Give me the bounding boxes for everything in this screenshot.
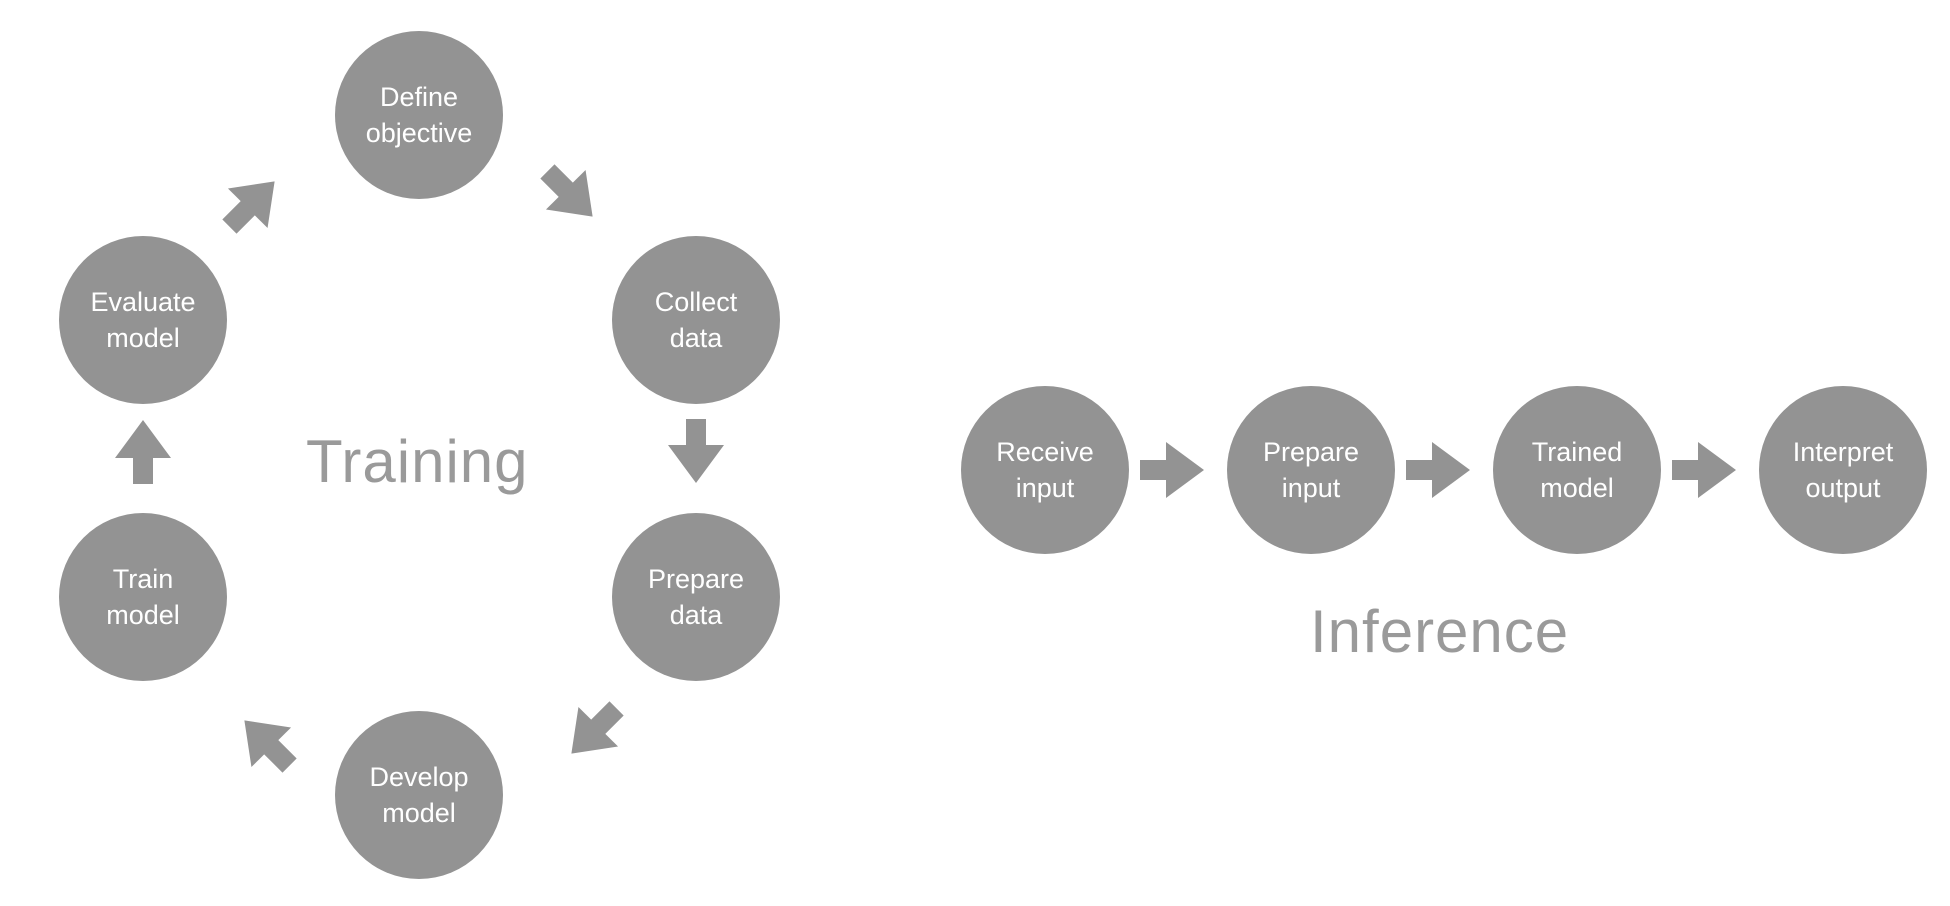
- node-label-line2: model: [106, 323, 180, 353]
- node-label: Prepare data: [621, 561, 771, 633]
- node-label-line1: Define: [379, 82, 459, 112]
- node-label: Define objective: [344, 79, 494, 151]
- node-collect-data: Collect data: [612, 236, 780, 404]
- node-trained-model: Trained model: [1493, 386, 1661, 554]
- training-label: Training: [306, 428, 529, 495]
- node-label: Trained model: [1502, 434, 1652, 506]
- block-arrow-icon: [207, 159, 298, 250]
- node-label-line2: data: [669, 600, 723, 630]
- node-label: Interpret output: [1768, 434, 1918, 506]
- node-label-line1: Trained: [1531, 437, 1623, 467]
- node-label-line1: Prepare: [1262, 437, 1360, 467]
- block-arrow-icon: [1406, 438, 1470, 502]
- block-arrow-icon: [525, 149, 616, 240]
- node-label: Train model: [68, 561, 218, 633]
- node-define-objective: Define objective: [335, 31, 503, 199]
- node-label: Evaluate model: [68, 284, 218, 356]
- node-label-line1: Prepare: [647, 564, 745, 594]
- block-arrow-icon: [549, 686, 640, 777]
- node-train-model: Train model: [59, 513, 227, 681]
- node-label: Collect data: [621, 284, 771, 356]
- node-label-line1: Develop: [369, 762, 469, 792]
- node-label-line2: objective: [365, 118, 473, 148]
- node-label-line2: input: [1281, 473, 1341, 503]
- node-label-line2: model: [106, 600, 180, 630]
- node-label-line1: Train: [112, 564, 174, 594]
- node-label: Receive input: [970, 434, 1120, 506]
- node-interpret-output: Interpret output: [1759, 386, 1927, 554]
- node-label-line1: Interpret: [1792, 437, 1894, 467]
- node-prepare-input: Prepare input: [1227, 386, 1395, 554]
- node-label-line2: input: [1015, 473, 1075, 503]
- block-arrow-icon: [1140, 438, 1204, 502]
- node-label-line2: model: [1540, 473, 1614, 503]
- node-evaluate-model: Evaluate model: [59, 236, 227, 404]
- block-arrow-icon: [664, 419, 728, 483]
- node-receive-input: Receive input: [961, 386, 1129, 554]
- block-arrow-icon: [111, 420, 175, 484]
- block-arrow-icon: [1672, 438, 1736, 502]
- node-label-line2: data: [669, 323, 723, 353]
- node-label-line1: Collect: [654, 287, 738, 317]
- node-label: Develop model: [344, 759, 494, 831]
- node-label-line1: Receive: [996, 437, 1094, 467]
- node-label: Prepare input: [1236, 434, 1386, 506]
- node-label-line1: Evaluate: [90, 287, 196, 317]
- node-develop-model: Develop model: [335, 711, 503, 879]
- node-prepare-data: Prepare data: [612, 513, 780, 681]
- node-label-line2: model: [382, 798, 456, 828]
- inference-label: Inference: [1310, 598, 1570, 665]
- node-label-line2: output: [1805, 473, 1881, 503]
- block-arrow-icon: [222, 698, 313, 789]
